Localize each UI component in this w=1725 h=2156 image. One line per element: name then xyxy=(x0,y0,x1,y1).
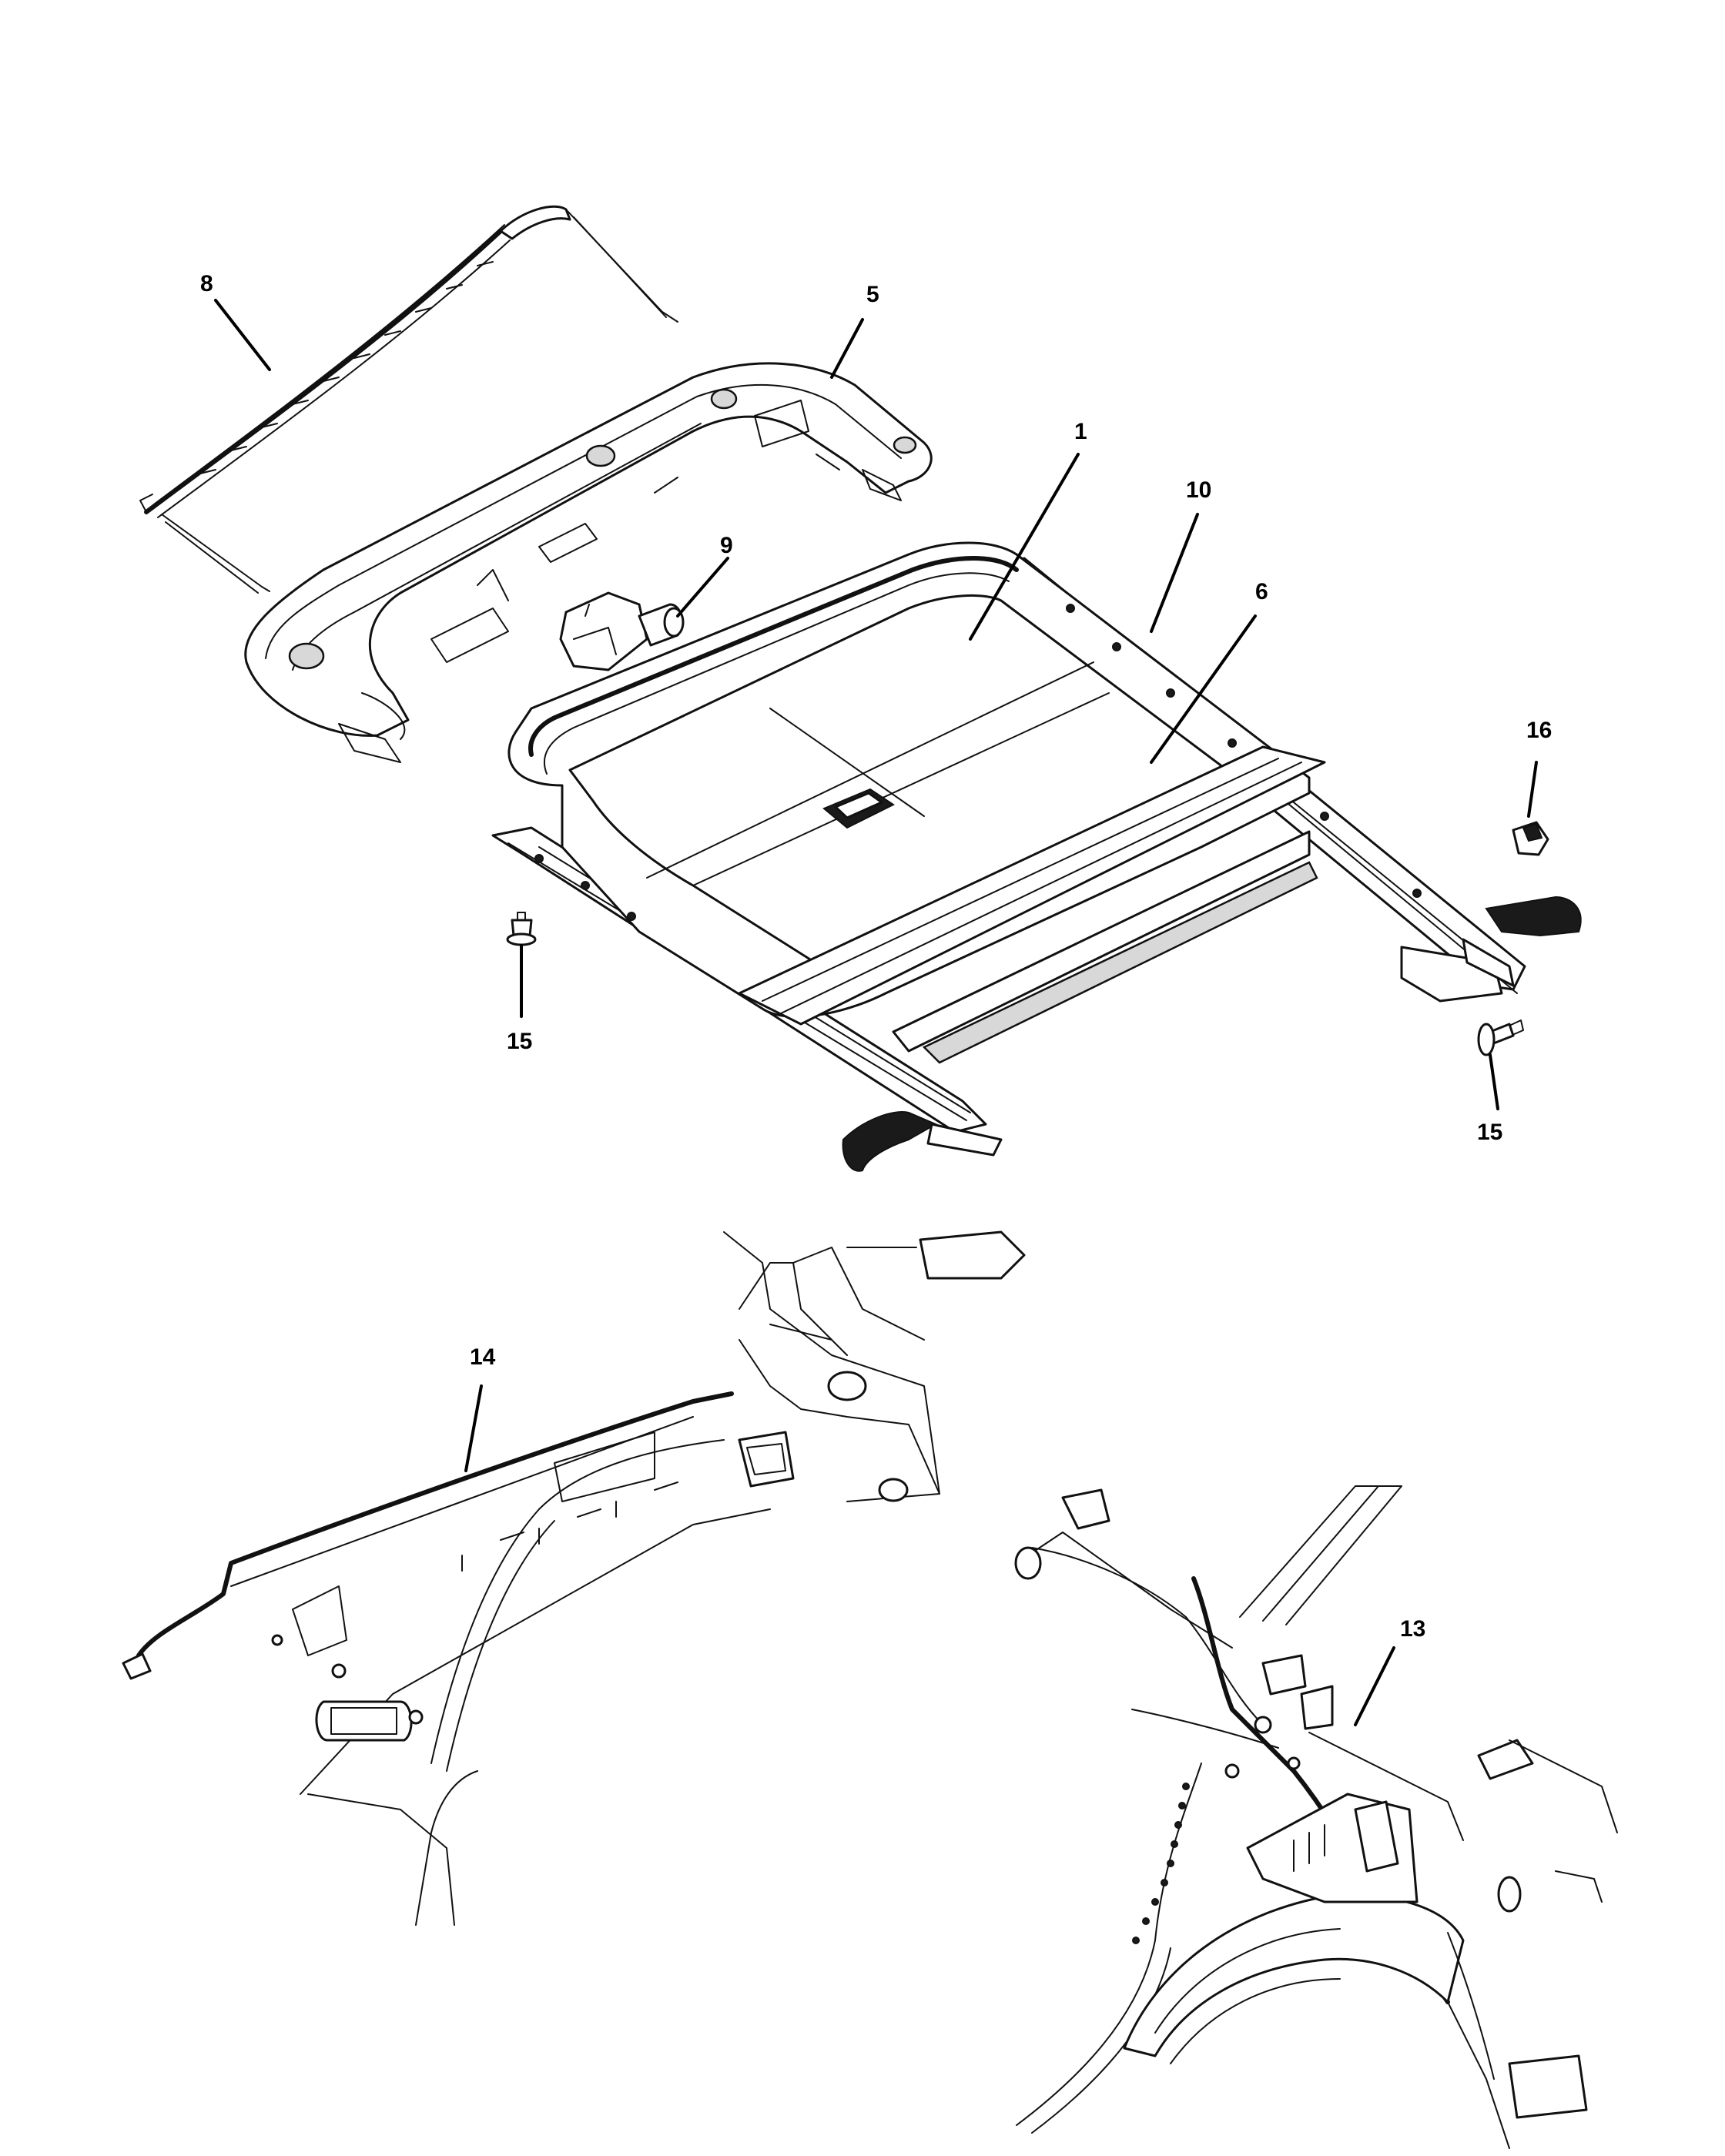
leader-5 xyxy=(830,318,864,379)
callout-5: 5 xyxy=(866,282,879,307)
part-15-fastener-left xyxy=(506,912,537,946)
sunroof-assembly xyxy=(491,541,1582,1172)
leader-13 xyxy=(1354,1646,1395,1726)
leader-lines xyxy=(214,299,1538,1726)
callout-labels: 8 5 1 10 9 6 16 15 15 14 13 xyxy=(200,271,1552,1642)
callout-16: 16 xyxy=(1526,718,1552,743)
callout-8: 8 xyxy=(200,271,213,296)
callout-10: 10 xyxy=(1186,477,1211,503)
part-14-left-body-side xyxy=(122,1230,1026,1926)
callout-9: 9 xyxy=(720,533,733,558)
part-9-motor xyxy=(559,591,685,671)
leader-8 xyxy=(214,299,271,371)
leader-15b xyxy=(1489,1053,1499,1110)
leader-14 xyxy=(464,1384,483,1472)
part-5-front-frame xyxy=(244,362,933,763)
part-8-header-trim xyxy=(139,205,678,594)
callout-6: 6 xyxy=(1255,579,1268,604)
leader-6 xyxy=(1150,614,1257,764)
leader-1 xyxy=(969,453,1080,641)
callout-15-right: 15 xyxy=(1477,1120,1502,1145)
part-15-fastener-right xyxy=(1477,1019,1524,1056)
callout-15-left: 15 xyxy=(507,1029,532,1054)
leader-10 xyxy=(1150,513,1199,633)
callout-13: 13 xyxy=(1400,1616,1425,1642)
leader-9 xyxy=(676,557,729,618)
part-13-right-body-side xyxy=(1014,1485,1618,2149)
part-16-clip xyxy=(1512,821,1549,856)
leader-16 xyxy=(1527,761,1538,818)
callout-1: 1 xyxy=(1074,419,1087,444)
callout-14: 14 xyxy=(470,1344,496,1370)
